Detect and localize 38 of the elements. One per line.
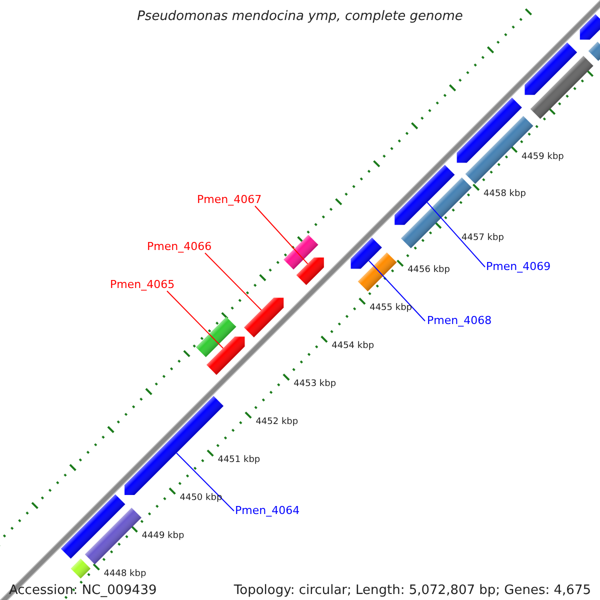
- scale-label: 4455 kbp: [370, 303, 412, 314]
- gene-bar: [588, 42, 600, 61]
- scale-label: 4459 kbp: [521, 152, 564, 162]
- scale-label: 4449 kbp: [142, 531, 184, 542]
- leader-line: [426, 202, 486, 268]
- scale-label: 4453 kbp: [294, 379, 336, 390]
- gene-bar: [456, 98, 522, 163]
- gene-bar: [244, 298, 284, 338]
- leader-line: [254, 206, 308, 264]
- gene-bar: [70, 558, 91, 578]
- scale-label: 4451 kbp: [218, 455, 260, 466]
- scale-label: 4448 kbp: [104, 569, 146, 580]
- gene-label: Pmen_4064: [235, 504, 300, 517]
- gene-label: Pmen_4068: [427, 314, 492, 327]
- gene-label: Pmen_4066: [147, 240, 212, 253]
- gene-label: Pmen_4065: [110, 278, 175, 291]
- leader-line: [166, 290, 224, 349]
- gene-bar: [524, 42, 578, 95]
- scale-label: 4456 kbp: [408, 265, 450, 276]
- scale-label: 4450 kbp: [180, 493, 222, 504]
- gene-bar: [196, 316, 236, 358]
- title: Pseudomonas mendocina ymp, complete genome: [136, 9, 464, 24]
- gene-label: Pmen_4069: [486, 260, 551, 273]
- gene-bar: [284, 234, 318, 270]
- gene-bar: [296, 257, 324, 286]
- genome-info-text: Topology: circular; Length: 5,072,807 bp; Genes: 4,675: [234, 583, 591, 598]
- accession-text: Accession: NC_009439: [9, 583, 157, 598]
- scale-label: 4452 kbp: [256, 417, 298, 428]
- gene-bar: [350, 238, 382, 269]
- gene-bar: [394, 164, 455, 225]
- leader-line: [368, 260, 426, 322]
- scale-label: 4454 kbp: [332, 341, 374, 352]
- scale-label: 4457 kbp: [462, 233, 504, 244]
- gene-label: Pmen_4067: [197, 193, 262, 206]
- scale-label: 4458 kbp: [484, 189, 526, 200]
- gene-bar: [84, 508, 142, 564]
- leader-line: [176, 452, 234, 512]
- leader-line: [204, 252, 262, 311]
